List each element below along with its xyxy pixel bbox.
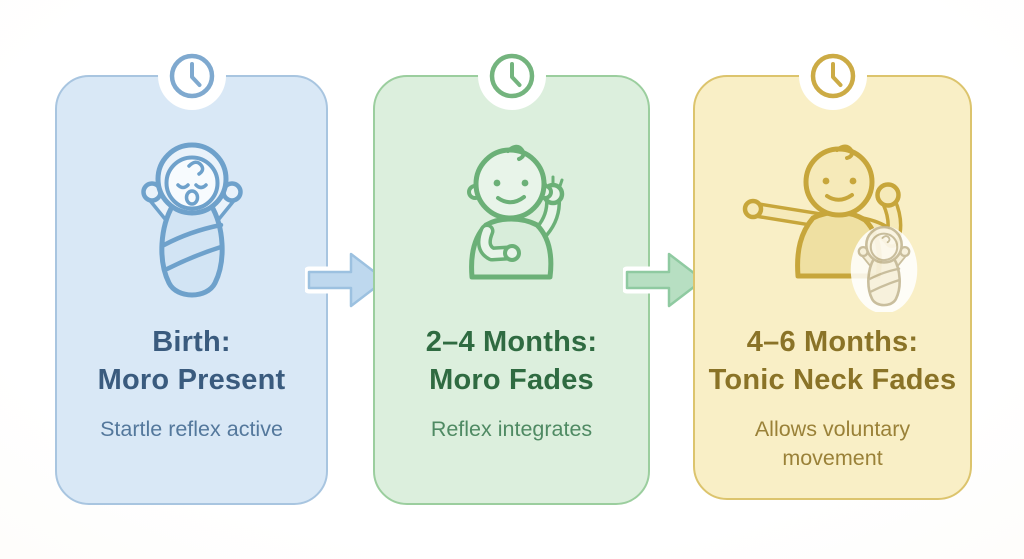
stage-card-birth: Birth: Moro Present Startle reflex activ…	[55, 42, 328, 505]
arrow-right-icon	[623, 248, 707, 312]
swaddled-baby-icon	[140, 142, 243, 298]
baby-reaching-icon	[466, 144, 564, 280]
stage-card-2-4-months: 2–4 Months: Moro Fades Reflex integrates	[373, 42, 650, 505]
card-subtitle: Startle reflex active	[100, 417, 283, 441]
arrow-right-icon	[305, 248, 389, 312]
card-subtitle: Reflex integrates	[430, 417, 593, 441]
card-title: Birth: Moro Present	[57, 323, 326, 399]
card-title: 2–4 Months: Moro Fades	[375, 323, 648, 399]
card-title-line-1: Birth:	[152, 326, 231, 358]
card-title-line-2: Moro Fades	[429, 364, 594, 396]
card-title-line-1: 2–4 Months:	[425, 326, 598, 358]
baby-tonic-neck-icon	[742, 144, 917, 312]
clock-icon	[169, 53, 214, 99]
fading-swaddled-baby-icon	[850, 225, 917, 312]
card-title-line-2: Tonic Neck Fades	[708, 364, 957, 396]
card-title-line-1: 4–6 Months:	[746, 326, 919, 358]
card-title-line-2: Moro Present	[97, 364, 286, 396]
clock-badge	[477, 42, 546, 110]
stage-card-4-6-months: 4–6 Months: Tonic Neck Fades Allows volu…	[693, 42, 972, 500]
card-title: 4–6 Months: Tonic Neck Fades	[695, 323, 970, 399]
clock-badge	[798, 42, 867, 110]
clock-icon	[489, 53, 534, 99]
clock-icon	[810, 53, 855, 99]
clock-badge	[157, 42, 226, 110]
card-subtitle: Allows voluntary movement	[754, 417, 911, 470]
